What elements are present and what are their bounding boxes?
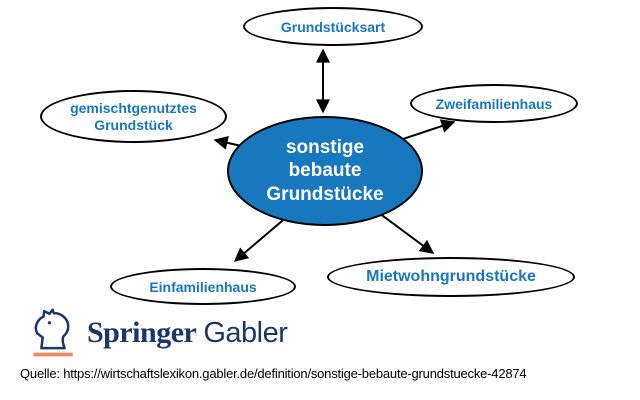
node-gemischtgenutztes-line-2: Grundstück: [94, 116, 173, 133]
logo-wordmark: Springer Gabler: [87, 316, 288, 350]
logo-orange-underline: [33, 352, 73, 357]
node-zweifamilienhaus: Zweifamilienhaus: [410, 84, 578, 123]
node-mietwohngrundstuecke-label: Mietwohngrundstücke: [366, 268, 536, 285]
node-grundstuecksart-label: Grundstücksart: [280, 18, 386, 35]
brand-springer: Springer: [87, 316, 197, 349]
node-einfamilienhaus-label: Einfamilienhaus: [149, 278, 257, 295]
node-gemischtgenutztes-line-1: gemischtgenutztes: [70, 99, 197, 116]
springer-gabler-logo: Springer Gabler: [27, 308, 288, 358]
brand-gabler: Gabler: [203, 317, 288, 349]
arrow-center-to-mietwohngrundstuecke: [374, 209, 435, 254]
center-node-line-1: sonstige: [285, 137, 365, 159]
node-zweifamilienhaus-label: Zweifamilienhaus: [435, 95, 553, 112]
knight-icon: [33, 308, 73, 357]
node-mietwohngrundstuecke: Mietwohngrundstücke: [327, 257, 575, 297]
source-url-line: Quelle: https://wirtschaftslexikon.gable…: [20, 366, 527, 381]
node-einfamilienhaus: Einfamilienhaus: [110, 268, 296, 305]
node-gemischtgenutztes-grundstueck: gemischtgenutztes Grundstück: [40, 90, 227, 143]
center-node-line-3: Grundstücke: [266, 183, 384, 205]
node-grundstuecksart: Grundstücksart: [243, 7, 423, 46]
center-node-line-2: bebaute: [288, 160, 362, 182]
node-sonstige-bebaute-grundstuecke: sonstige bebaute Grundstücke: [227, 116, 423, 226]
